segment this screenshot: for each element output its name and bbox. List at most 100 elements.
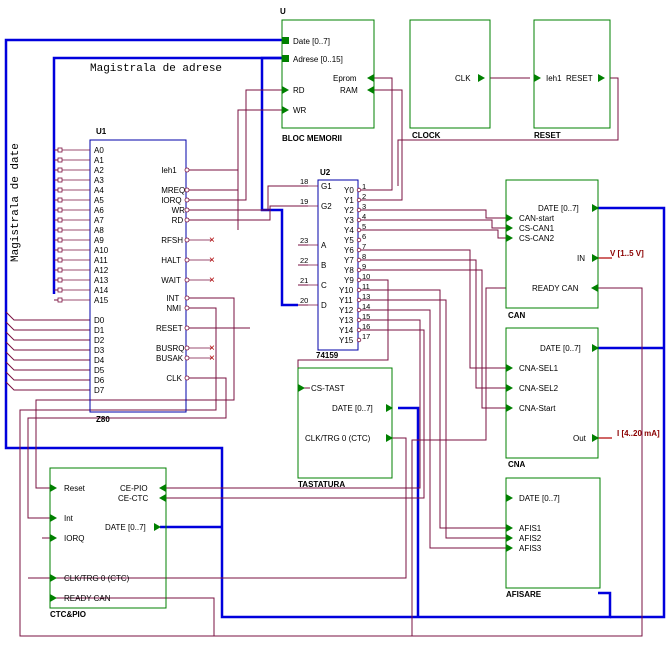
z80-control-pin: BUSRQ: [156, 344, 184, 353]
z80-pin-bubble: [184, 325, 190, 331]
cna-block[interactable]: CNA CNA-SEL1 CNA-SEL2 CNA-Start DATE [0.…: [505, 327, 660, 469]
analog-wires: [598, 257, 612, 439]
address-bus-label: Magistrala de adrese: [90, 63, 222, 75]
z80-data-pin: D1: [94, 326, 105, 335]
decoder-output-bubble: [356, 337, 362, 343]
can-pin-in: IN: [577, 254, 585, 263]
no-connect-icon: ×: [209, 353, 215, 364]
z80-pin-bubble: [184, 305, 190, 311]
cna-pin-data: DATE [0..7]: [540, 344, 581, 353]
memory-block[interactable]: U BLOC MEMORII Date [0..7] Adrese [0..15…: [280, 7, 375, 143]
z80-cpu[interactable]: U1 Z80 A0A1A2A3A4A5A6A7A8A9A10A11A12A13A…: [57, 127, 215, 424]
ctcpio-pin-reset: Reset: [64, 484, 86, 493]
can-title: CAN: [508, 311, 526, 320]
z80-addr-pin-marker: [57, 197, 63, 203]
memory-pin-address: Adrese [0..15]: [293, 55, 343, 64]
keyboard-block[interactable]: TASTATURA CS-TAST DATE [0..7] CLK/TRG 0 …: [297, 367, 393, 489]
decoder-input-number: 23: [300, 236, 308, 245]
z80-control-pin: WAIT: [161, 276, 181, 285]
decoder-output-pin: Y11: [339, 296, 353, 305]
no-connect-icon: ×: [209, 255, 215, 266]
decoder-output-pin: Y13: [339, 316, 354, 325]
reset-title: RESET: [534, 131, 561, 140]
z80-address-pin: A14: [94, 286, 109, 295]
cna-pin-out: Out: [573, 434, 587, 443]
z80-address-pin: A12: [94, 266, 109, 275]
no-connect-icon: ×: [209, 275, 215, 286]
no-connect-icon: ×: [209, 235, 215, 246]
can-block[interactable]: CAN CAN-start CS-CAN1 CS-CAN2 READY CAN …: [505, 179, 644, 320]
z80-control-pin: RESET: [156, 324, 183, 333]
decoder-output-bubble: [356, 287, 362, 293]
decoder-output-pin: Y6: [344, 246, 354, 255]
data-bus-label: Magistrala de date: [10, 143, 22, 262]
decoder-output-bubble: [356, 197, 362, 203]
z80-address-pin: A6: [94, 206, 104, 215]
decoder-output-bubble: [356, 317, 362, 323]
ctcpio-pin-clk: CLK/TRG 0 (CTC): [64, 574, 130, 583]
decoder-output-number: 11: [362, 282, 370, 291]
z80-address-pin: A3: [94, 176, 104, 185]
z80-addr-pin-marker: [57, 287, 63, 293]
z80-address-pin: A1: [94, 156, 104, 165]
reset-block[interactable]: RESET Ieh1 RESET: [533, 19, 611, 140]
decoder-output-bubble: [356, 327, 362, 333]
clock-title: CLOCK: [412, 131, 441, 140]
decoder-output-pin: Y10: [339, 286, 354, 295]
memory-pin-ram: RAM: [340, 86, 358, 95]
z80-addr-pin-marker: [57, 257, 63, 263]
z80-addr-pin-marker: [57, 277, 63, 283]
z80-address-pin: A11: [94, 256, 108, 265]
data-bus: [4, 38, 666, 619]
decoder-output-bubble: [356, 187, 362, 193]
z80-pin-bubble: [184, 375, 190, 381]
memory-pin-rd: RD: [293, 86, 305, 95]
ctcpio-title: CTC&PIO: [50, 610, 86, 619]
decoder-output-number: 9: [362, 262, 366, 271]
keyboard-pin-cs: CS-TAST: [311, 384, 345, 393]
can-pin-ready: READY CAN: [532, 284, 579, 293]
z80-control-pin: NMI: [166, 304, 181, 313]
z80-data-pin: D4: [94, 356, 105, 365]
z80-addr-pin-marker: [57, 237, 63, 243]
decoder-output-number: 16: [362, 322, 370, 331]
clock-pin-clk: CLK: [455, 74, 471, 83]
decoder-output-bubble: [356, 207, 362, 213]
z80-control-pin: BUSAK: [156, 354, 184, 363]
decoder-output-pin: Y12: [339, 306, 354, 315]
decoder-input-number: 19: [300, 197, 308, 206]
z80-pin-bubble: [184, 355, 190, 361]
z80-data-pin: D6: [94, 376, 105, 385]
cna-title: CNA: [508, 460, 526, 469]
z80-addr-pin-marker: [57, 247, 63, 253]
can-pin-data: DATE [0..7]: [538, 204, 579, 213]
ctcpio-pin-cectc: CE-CTC: [118, 494, 148, 503]
z80-pin-bubble: [184, 257, 190, 263]
ctcpio-pin-iorq: IORQ: [64, 534, 84, 543]
display-title: AFISARE: [506, 590, 542, 599]
z80-addr-pin-marker: [57, 167, 63, 173]
z80-pin-bubble: [184, 187, 190, 193]
z80-data-pin: D7: [94, 386, 105, 395]
ctcpio-pin-data: DATE [0..7]: [105, 523, 146, 532]
decoder-output-pin: Y14: [339, 326, 354, 335]
decoder-output-pin: Y2: [344, 206, 354, 215]
z80-addr-pin-marker: [57, 177, 63, 183]
clock-block[interactable]: CLOCK CLK: [409, 19, 491, 140]
decoder-input-pin: B: [321, 261, 326, 270]
display-pin-afis3: AFIS3: [519, 544, 542, 553]
display-block[interactable]: AFISARE DATE [0..7] AFIS1 AFIS2 AFIS3: [505, 477, 601, 599]
display-pin-afis1: AFIS1: [519, 524, 542, 533]
decoder-output-pin: Y7: [344, 256, 354, 265]
decoder-input-number: 18: [300, 177, 308, 186]
z80-ref: U1: [96, 127, 107, 136]
z80-title: Z80: [96, 415, 110, 424]
memory-pin-eprom: Eprom: [333, 74, 357, 83]
z80-pin-bubble: [184, 197, 190, 203]
ctc-pio-block[interactable]: CTC&PIO Reset Int IORQ CLK/TRG 0 (CTC) R…: [49, 467, 167, 619]
z80-pin-bubble: [184, 295, 190, 301]
